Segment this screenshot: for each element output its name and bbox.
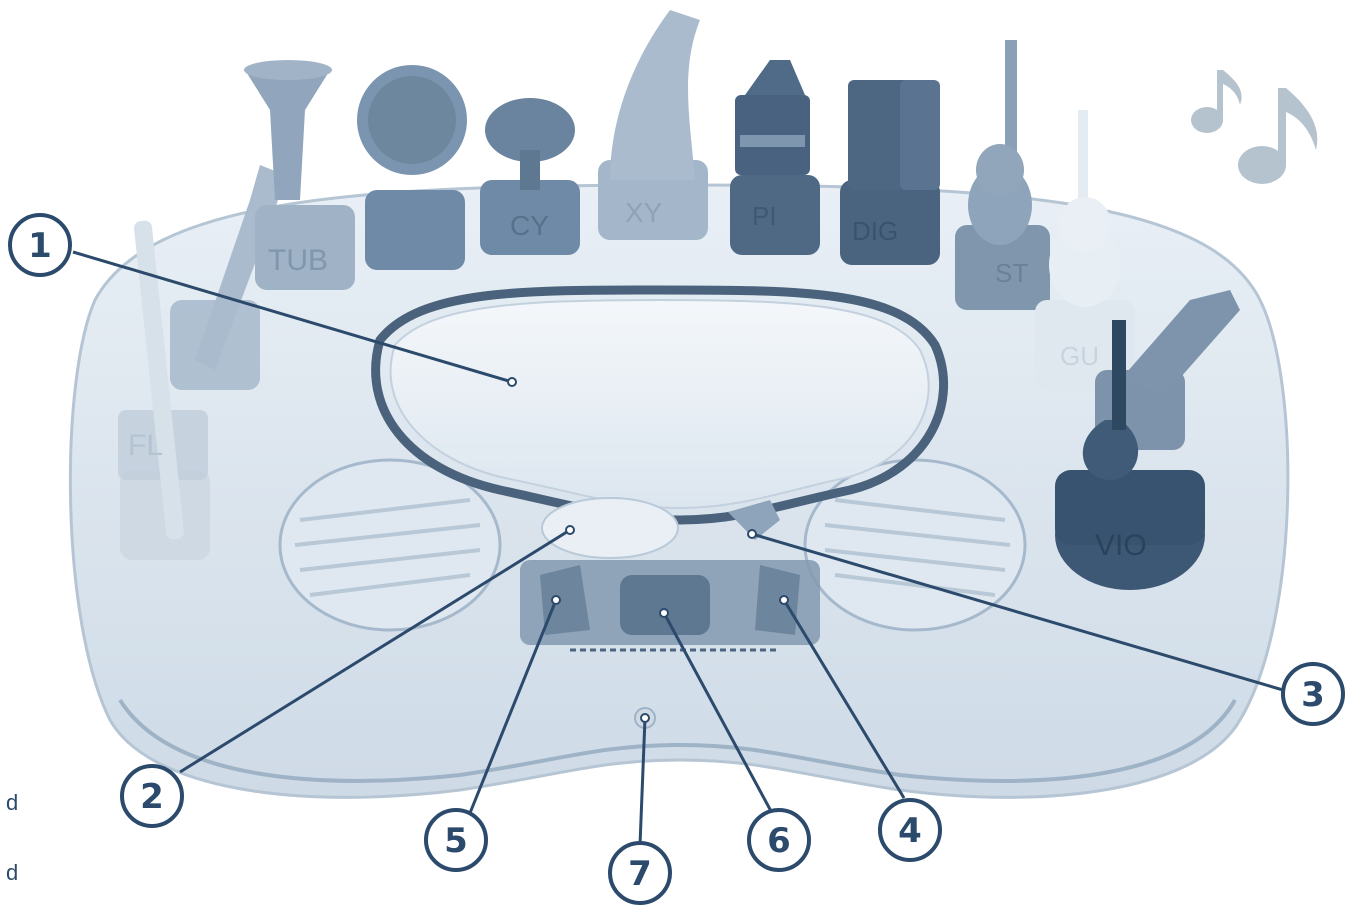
- callout-number: 2: [140, 777, 164, 817]
- guitar-piece: ST: [955, 40, 1050, 310]
- callout-5: 5: [426, 810, 486, 870]
- svg-text:XY: XY: [625, 197, 663, 228]
- svg-text:TUB: TUB: [268, 244, 328, 277]
- callout-number: 5: [444, 821, 468, 861]
- callout-7: 7: [610, 843, 670, 903]
- callout-1: 1: [10, 215, 70, 275]
- callout-3: 3: [1283, 664, 1343, 724]
- svg-text:PI: PI: [752, 201, 777, 231]
- svg-text:VIO: VIO: [1095, 529, 1147, 562]
- callout-number: 3: [1301, 675, 1325, 715]
- svg-text:FL: FL: [128, 429, 163, 462]
- xylophone-piece: XY: [598, 10, 708, 240]
- left-speaker-grill: [280, 460, 500, 630]
- callout-2: 2: [122, 766, 182, 826]
- callout-6: 6: [749, 810, 809, 870]
- cymbal-piece: CY: [480, 98, 580, 255]
- left-button: [542, 498, 678, 558]
- drum-piece: [357, 65, 467, 270]
- side-text-fragment: d: [6, 860, 18, 886]
- side-text-fragment: d: [6, 790, 18, 816]
- svg-text:CY: CY: [510, 210, 549, 241]
- svg-text:GU: GU: [1060, 341, 1099, 371]
- callout-4: 4: [880, 800, 940, 860]
- piano-piece: PI: [730, 60, 820, 255]
- callout-number: 4: [898, 811, 922, 851]
- callout-number: 1: [28, 226, 52, 266]
- svg-text:ST: ST: [995, 258, 1028, 288]
- svg-text:DIG: DIG: [852, 216, 898, 246]
- callout-number: 7: [628, 854, 652, 894]
- accordion-piece: DIG: [840, 80, 940, 265]
- callout-number: 6: [767, 821, 791, 861]
- music-notes-icon: [1191, 70, 1317, 184]
